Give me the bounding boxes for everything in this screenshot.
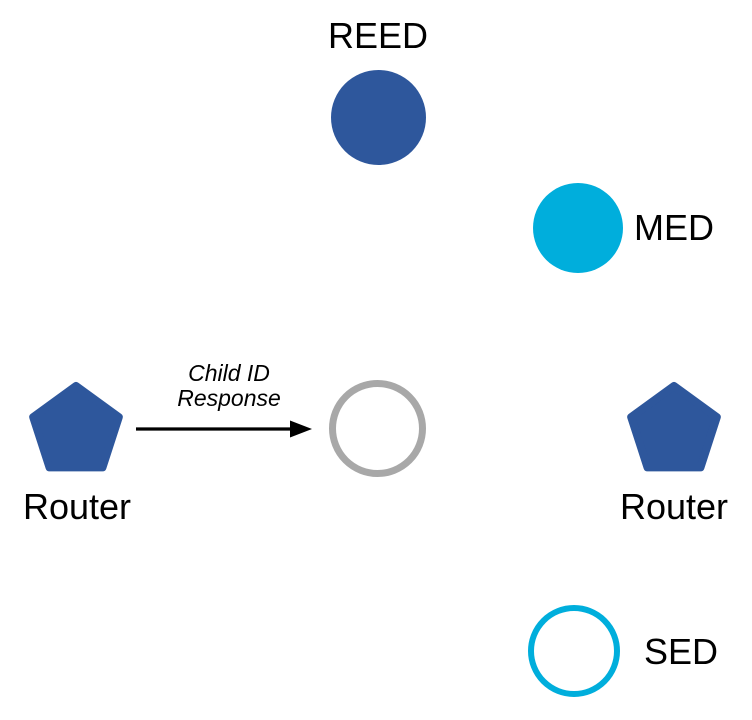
edge-label-line1: Child ID [188, 360, 270, 386]
med-node-circle [533, 183, 623, 273]
pentagon-shape [29, 382, 123, 472]
edge-label-line2: Response [177, 385, 281, 411]
router-left-node-pentagon [29, 382, 123, 472]
router-right-label: Router [619, 486, 729, 527]
sed-label: SED [644, 631, 719, 672]
reed-label: REED [327, 15, 429, 56]
joining-device-node-circle [329, 380, 426, 477]
arrow-head [290, 420, 312, 438]
sed-node-circle [528, 605, 620, 697]
edge-label-child-id-response: Child ID Response [144, 361, 314, 411]
child-id-response-arrow [136, 420, 312, 438]
reed-node-circle [331, 70, 426, 165]
med-label: MED [634, 207, 714, 248]
router-right-node-pentagon [627, 382, 721, 472]
router-left-label: Router [22, 486, 132, 527]
pentagon-shape [627, 382, 721, 472]
